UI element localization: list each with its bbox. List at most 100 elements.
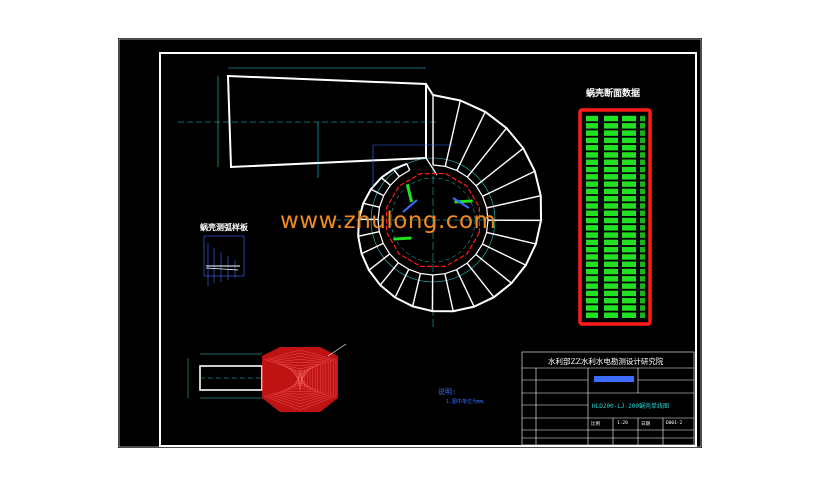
table-cell <box>586 181 598 187</box>
table-cell <box>604 210 618 216</box>
table-cell <box>622 188 636 195</box>
table-cell <box>622 239 636 246</box>
table-cell <box>604 115 618 122</box>
table-cell <box>622 166 636 173</box>
table-cell <box>622 181 636 187</box>
table-cell <box>622 268 636 275</box>
table-cell <box>604 239 618 246</box>
note-heading: 说明: <box>438 388 457 396</box>
title-block-scale-label: 比例 <box>591 422 600 427</box>
title-block-scale: 1:20 <box>617 421 628 426</box>
table-cell <box>604 225 618 231</box>
table-cell <box>586 203 598 209</box>
title-block-drawing-title: HLD200-LJ-200蜗壳单线图 <box>592 403 669 410</box>
table-cell <box>622 123 636 129</box>
spiral-casing <box>333 83 543 330</box>
table-cell <box>586 305 598 311</box>
section-template <box>203 235 245 286</box>
table-cell <box>586 283 598 289</box>
table-cell <box>622 152 636 158</box>
table-cell <box>586 297 598 304</box>
table-cell <box>604 261 618 267</box>
table-cell <box>604 137 618 144</box>
table-cell <box>586 174 598 180</box>
table-cell <box>604 283 618 289</box>
title-block-org: 水利部ZZ水利水电勘测设计研究院 <box>548 357 664 366</box>
title-block-frame <box>521 351 695 446</box>
table-cell <box>622 283 636 289</box>
table-cell <box>604 246 618 253</box>
table-cell <box>604 254 618 260</box>
table-cell <box>586 123 598 129</box>
data-table-title: 蜗壳断面数据 <box>586 89 641 99</box>
table-cell <box>622 261 636 267</box>
table-cell <box>622 312 636 318</box>
inlet-pipe <box>226 74 427 169</box>
table-cell <box>586 130 598 136</box>
table-cell <box>622 232 636 238</box>
table-cell <box>586 290 598 297</box>
table-cell <box>622 115 636 122</box>
table-cell <box>586 152 598 158</box>
table-cell <box>604 232 618 238</box>
table-cell <box>586 276 598 282</box>
table-cell <box>622 254 636 260</box>
table-cell <box>586 232 598 238</box>
table-cell <box>622 130 636 136</box>
section-data-table <box>578 108 652 326</box>
note-line: 1.图中单位为mm。 <box>446 399 489 405</box>
table-cell <box>586 115 598 122</box>
watermark: www.zhulong.com <box>280 208 497 234</box>
table-cell <box>586 210 598 216</box>
table-cell <box>604 305 618 311</box>
table-cell <box>604 268 618 275</box>
table-cell <box>604 217 618 224</box>
table-cell <box>586 225 598 231</box>
table-cell <box>604 195 618 202</box>
table-cell <box>586 159 598 165</box>
table-cell <box>604 297 618 304</box>
table-cell <box>586 188 598 195</box>
table-cell <box>622 246 636 253</box>
table-cell <box>586 217 598 224</box>
table-cell <box>604 203 618 209</box>
table-cell <box>622 225 636 231</box>
table-cell <box>622 217 636 224</box>
table-cell <box>586 166 598 173</box>
table-cell <box>586 239 598 246</box>
table-cell <box>586 246 598 253</box>
table-cell <box>604 166 618 173</box>
elevation-view <box>187 343 347 412</box>
inner-frame <box>159 52 697 447</box>
table-cell <box>604 144 618 151</box>
table-cell <box>604 130 618 136</box>
table-cell <box>622 210 636 216</box>
table-cell <box>586 261 598 267</box>
title-block-date-label: 日期 <box>641 422 650 427</box>
section-template-label: 蜗壳测弧样板 <box>200 222 248 232</box>
table-cell <box>622 144 636 151</box>
table-cell <box>586 144 598 151</box>
cad-drawing <box>118 38 702 448</box>
title-block-drawing-no: D001-2 <box>666 421 683 426</box>
table-cell <box>622 203 636 209</box>
table-cell <box>604 181 618 187</box>
table-cell <box>622 195 636 202</box>
table-cell <box>622 137 636 144</box>
table-cell <box>586 137 598 144</box>
table-cell <box>586 268 598 275</box>
table-cell <box>622 305 636 311</box>
table-cell <box>622 276 636 282</box>
table-cell <box>622 159 636 165</box>
table-cell <box>604 174 618 180</box>
table-cell <box>586 254 598 260</box>
title-block-logo-bar <box>594 376 634 382</box>
table-cell <box>604 312 618 318</box>
table-cell <box>622 297 636 304</box>
table-cell <box>604 276 618 282</box>
table-cell <box>604 123 618 129</box>
table-cell <box>604 159 618 165</box>
table-cell <box>604 188 618 195</box>
table-cell <box>622 174 636 180</box>
cad-drawing-canvas: 蜗壳断面数据 蜗壳测弧样板 说明: 1.图中单位为mm。 水利部ZZ水利水电勘测… <box>118 38 702 448</box>
